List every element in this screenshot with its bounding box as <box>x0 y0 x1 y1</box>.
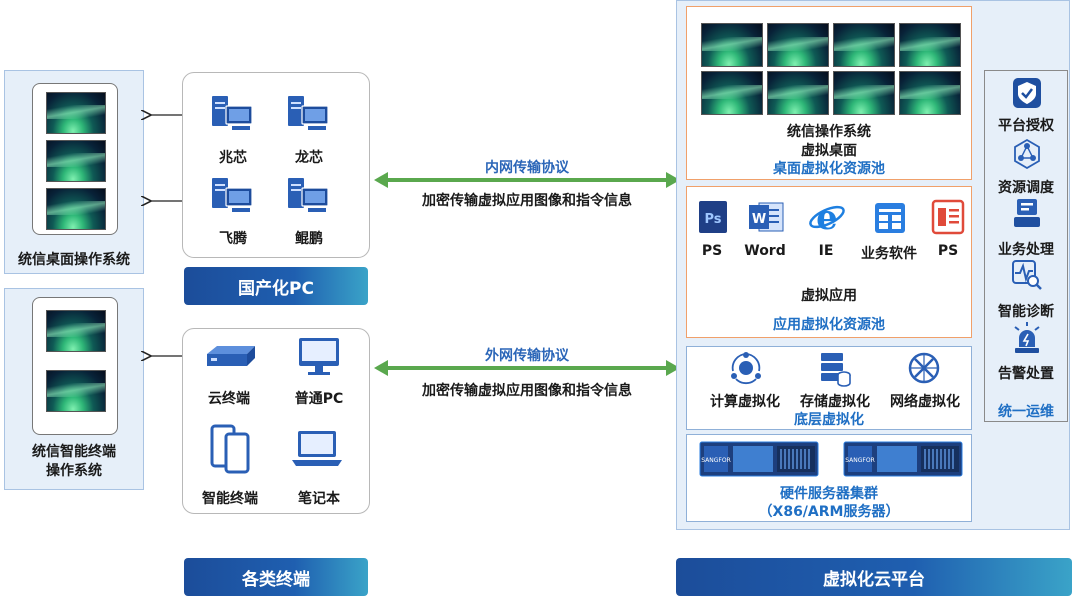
app-pool-title: 应用虚拟化资源池 <box>773 317 885 333</box>
ops-platform-license: 平台授权 <box>998 118 1054 134</box>
vdesktop-thumb <box>767 23 829 67</box>
vdesktop-thumb <box>701 71 763 115</box>
server-rack-icon: SANGFOR <box>843 441 963 477</box>
diagnosis-icon <box>1012 260 1042 290</box>
svg-text:e: e <box>816 198 838 237</box>
desktop-pool-line2: 虚拟桌面 <box>801 143 857 159</box>
hardware-box: SANGFOR SANGFOR 硬件服务器集群 （X86/ARM服务器） <box>686 434 972 522</box>
intranet-protocol-desc: 加密传输虚拟应用图像和指令信息 <box>422 193 632 209</box>
virtualization-box: 计算虚拟化 存储虚拟化 网络虚拟化 底层虚拟化 <box>686 346 972 430</box>
vdesktop-thumb <box>833 71 895 115</box>
alarm-icon <box>1014 322 1040 353</box>
photoshop-icon: Ps <box>699 201 727 233</box>
ops-smart-diagnosis: 智能诊断 <box>998 304 1054 320</box>
smart-terminal-icon <box>210 424 250 474</box>
svg-text:Ps: Ps <box>704 212 721 227</box>
document-app-icon <box>931 199 965 235</box>
svg-text:SANGFOR: SANGFOR <box>845 457 875 464</box>
extranet-protocol-label: 外网传输协议 <box>485 348 569 364</box>
terminal-item-smart: 智能终端 <box>202 491 258 507</box>
hardware-title-line1: 硬件服务器集群 <box>780 486 878 502</box>
compute-icon <box>731 352 761 385</box>
domestic-pc-banner: 国产化PC <box>184 267 368 305</box>
network-nodes-icon <box>1014 138 1040 169</box>
app-ps: PS <box>701 243 723 259</box>
desktop-pc-icon <box>299 338 339 375</box>
terminal-os-label: 统信智能终端 操作系统 <box>32 444 116 479</box>
ops-resource-scheduling: 资源调度 <box>998 180 1054 196</box>
vdesktop-thumb <box>767 71 829 115</box>
pc-item-phytium: 飞腾 <box>219 231 247 247</box>
terminal-thumbnail <box>46 370 106 412</box>
pc-item-kunpeng: 鲲鹏 <box>295 231 323 247</box>
terminal-item-cloud: 云终端 <box>208 391 250 407</box>
desktop-pool-line1: 统信操作系统 <box>787 124 871 140</box>
storage-icon <box>821 353 851 387</box>
top-double-arrow <box>374 172 680 188</box>
intranet-protocol-label: 内网传输协议 <box>485 160 569 176</box>
server-rack-icon: SANGFOR <box>699 441 819 477</box>
terminal-os-panel: 统信智能终端 操作系统 <box>4 288 144 490</box>
desktop-os-label: 统信桌面操作系统 <box>18 252 130 268</box>
server-computer-icon <box>288 178 329 212</box>
vdesktop-thumb <box>899 71 961 115</box>
network-label: 网络虚拟化 <box>890 394 960 410</box>
transport-arrows <box>374 172 680 376</box>
shield-check-icon <box>1013 78 1041 108</box>
extranet-protocol-desc: 加密传输虚拟应用图像和指令信息 <box>422 383 632 399</box>
desktop-pool-box: 统信操作系统 虚拟桌面 桌面虚拟化资源池 <box>686 6 972 180</box>
unified-ops-title: 统一运维 <box>998 404 1054 420</box>
business-software-icon <box>875 203 905 233</box>
server-computer-icon <box>212 178 253 212</box>
unified-ops-panel: 平台授权 资源调度 业务处理 智能诊断 告警处置 统一运维 <box>984 70 1068 422</box>
network-icon <box>908 352 940 384</box>
app-pool-box: Ps W e PS Word IE 业务软件 PS 虚拟应用 应用虚拟化资源池 <box>686 186 972 338</box>
hardware-title-line2: （X86/ARM服务器） <box>758 504 900 520</box>
desktop-pool-title: 桌面虚拟化资源池 <box>773 161 885 177</box>
storage-label: 存储虚拟化 <box>800 394 870 410</box>
terminal-item-laptop: 笔记本 <box>298 491 340 507</box>
desktop-os-panel: 统信桌面操作系统 <box>4 70 144 274</box>
ops-business-processing: 业务处理 <box>998 242 1054 258</box>
terminal-thumbnail <box>46 310 106 352</box>
pc-item-zhaoxin: 兆芯 <box>219 150 247 166</box>
desktop-screens-frame <box>32 83 118 235</box>
vdesktop-thumb <box>899 23 961 67</box>
virtual-apps-label: 虚拟应用 <box>801 288 857 304</box>
app-ps-2: PS <box>937 243 959 259</box>
server-computer-icon <box>288 96 329 130</box>
compute-label: 计算虚拟化 <box>710 394 780 410</box>
terminal-screens-frame <box>32 297 118 435</box>
app-business: 业务软件 <box>861 246 917 262</box>
desktop-thumbnail <box>46 140 106 182</box>
desktop-thumbnail <box>46 92 106 134</box>
word-icon: W <box>749 202 784 232</box>
vdesktop-thumb <box>701 23 763 67</box>
virtualization-title: 底层虚拟化 <box>794 412 864 428</box>
app-ie: IE <box>818 243 834 259</box>
vdesktop-thumb <box>833 23 895 67</box>
bottom-double-arrow <box>374 360 680 376</box>
svg-text:W: W <box>752 212 766 227</box>
pc-item-loongson: 龙芯 <box>295 150 323 166</box>
ie-icon: e <box>809 198 845 237</box>
terminals-banner: 各类终端 <box>184 558 368 596</box>
laptop-icon <box>292 431 342 466</box>
ops-alarm-handling: 告警处置 <box>998 366 1054 382</box>
cloud-terminal-icon <box>207 346 255 366</box>
cloud-platform-banner: 虚拟化云平台 <box>676 558 1072 596</box>
connector-arrows <box>140 100 185 370</box>
svg-text:SANGFOR: SANGFOR <box>701 457 731 464</box>
desktop-thumbnail <box>46 188 106 230</box>
app-word: Word <box>744 243 786 259</box>
processing-icon <box>1014 199 1040 227</box>
server-computer-icon <box>212 96 253 130</box>
terminal-item-pc: 普通PC <box>294 391 344 407</box>
